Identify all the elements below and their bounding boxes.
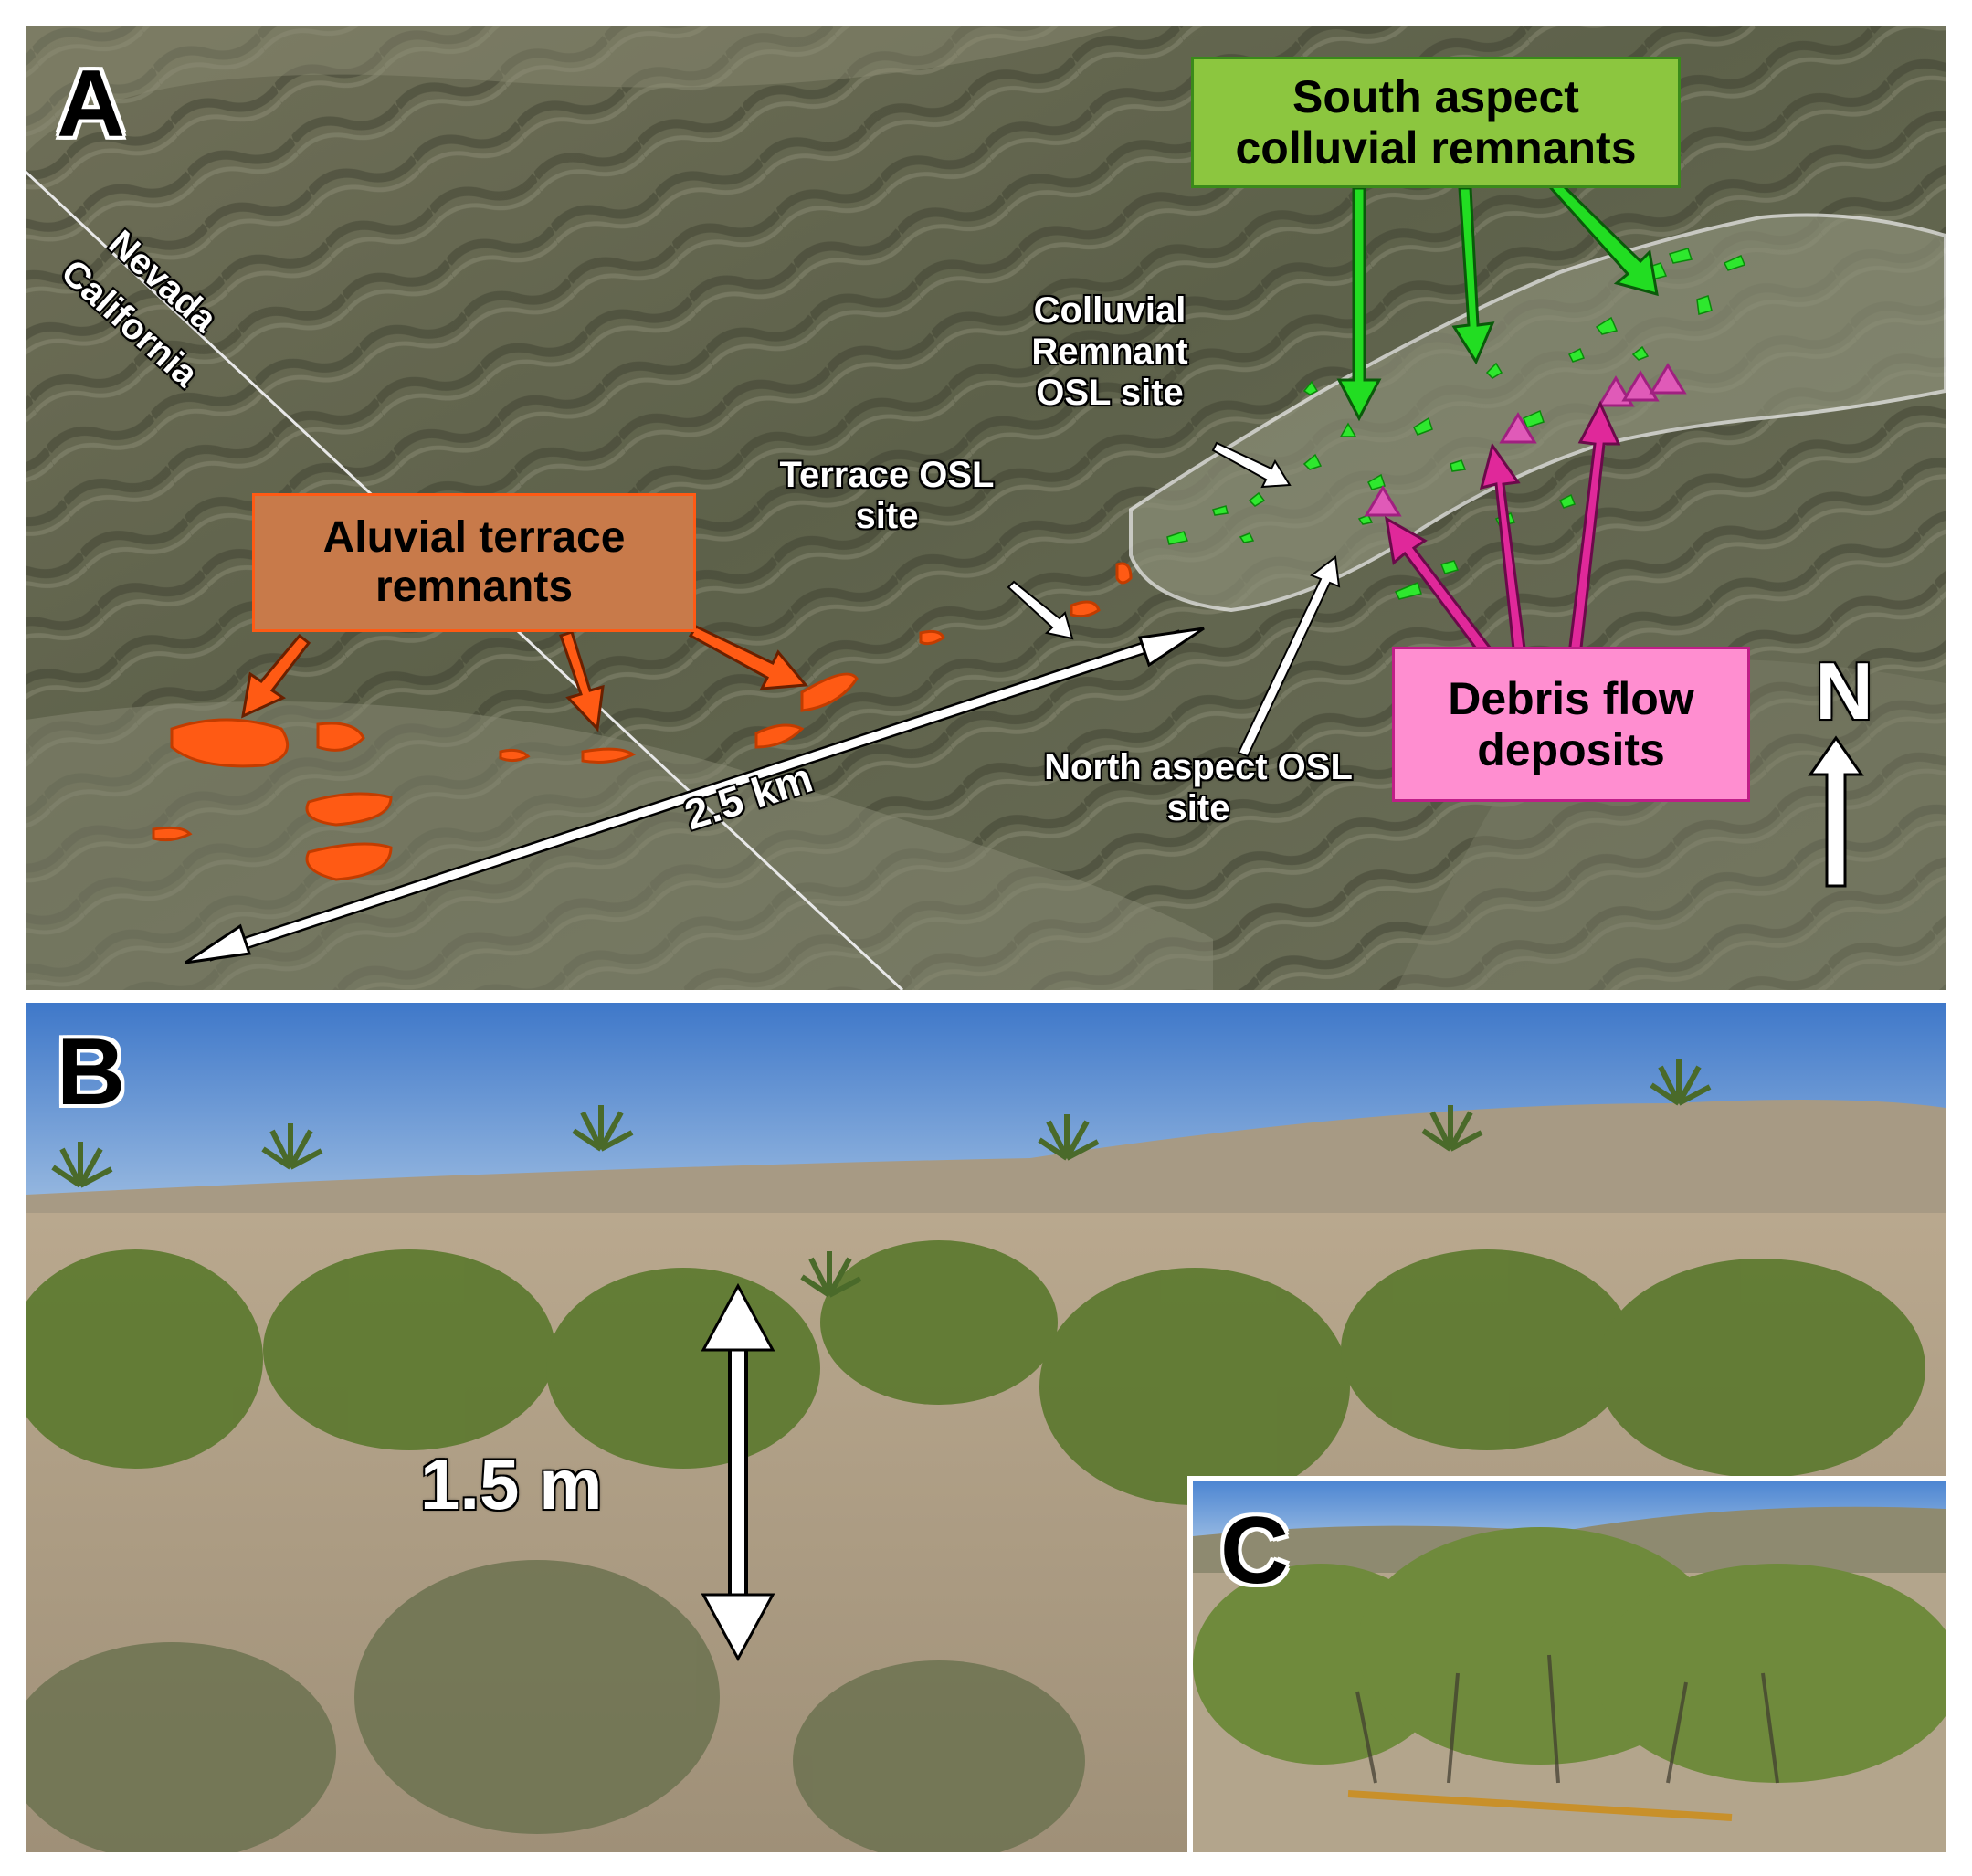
panel-c-inset-photo: C — [1187, 1476, 1946, 1852]
debris-arrows — [1385, 400, 1621, 666]
north-arrow — [1808, 735, 1864, 888]
south-aspect-colluvial-box: South aspect colluvial remnants — [1191, 57, 1681, 188]
north-label: N — [1815, 646, 1873, 736]
colluvial-remnant-patches — [1166, 248, 1745, 600]
panel-letter-c: C — [1220, 1498, 1290, 1604]
debris-flow-box: Debris flow deposits — [1392, 647, 1750, 802]
colluvial-remnant-osl-label: Colluvial Remnant OSL site — [1031, 290, 1188, 413]
north-aspect-osl-label: North aspect OSL site — [1044, 747, 1353, 828]
measuring-stick — [1347, 1790, 1733, 1821]
scale-bar-arrow — [185, 627, 1205, 964]
debris-flow-triangles — [1364, 363, 1687, 517]
height-scale-label: 1.5 m — [420, 1444, 603, 1524]
aluvial-terrace-polygons — [152, 562, 1133, 881]
aluvial-arrows — [241, 625, 808, 732]
inset-photo-image — [1193, 1481, 1946, 1852]
yucca-plants — [51, 1059, 1712, 1298]
debris-flow-text: Debris flow deposits — [1448, 673, 1694, 775]
aluvial-terrace-box: Aluvial terrace remnants — [252, 493, 696, 632]
panel-letter-a: A — [57, 51, 126, 157]
creosote-shrubs — [26, 1240, 1925, 1505]
panel-letter-b: B — [57, 1019, 126, 1125]
inset-shrub — [1193, 1527, 1946, 1783]
aluvial-terrace-text: Aluvial terrace remnants — [322, 513, 626, 611]
osl-callout-arrows — [1007, 441, 1341, 758]
colluvial-arrows — [1336, 181, 1659, 422]
height-scale-arrow — [701, 1282, 775, 1662]
south-aspect-colluvial-text: South aspect colluvial remnants — [1235, 71, 1637, 174]
panel-a-aerial-view: A Nevada California South aspect colluvi… — [26, 26, 1946, 990]
terrace-osl-label: Terrace OSL site — [779, 455, 995, 536]
